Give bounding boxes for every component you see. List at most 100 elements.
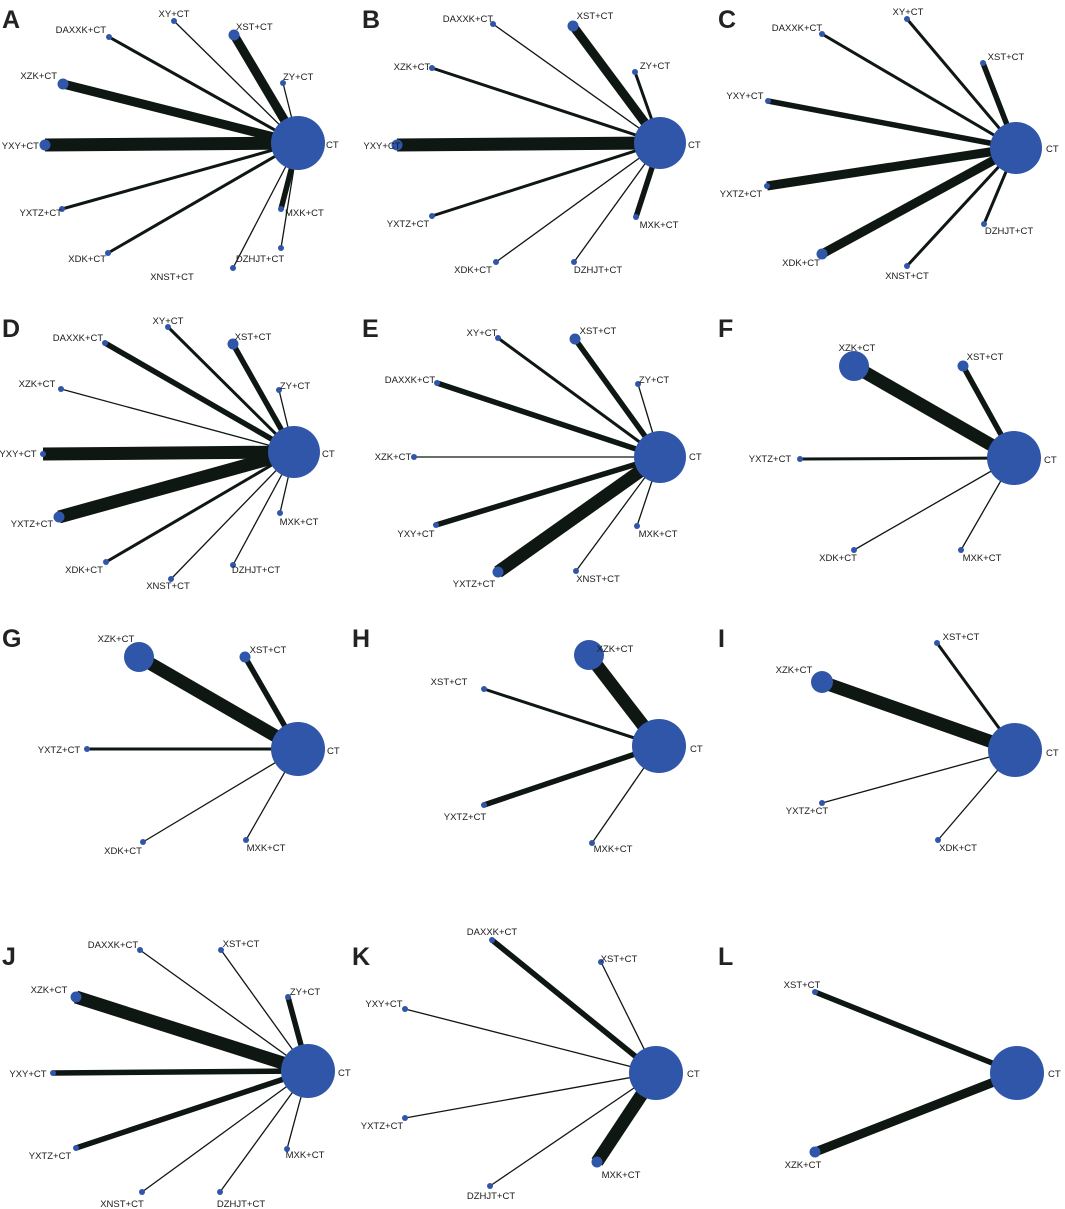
edge-yxtz-ct (75, 1068, 309, 1151)
node-label-xy-ct: XY+CT (893, 7, 924, 18)
panel-letter: F (718, 315, 733, 343)
node-zy-ct (276, 387, 282, 393)
node-label-mxk-ct: MXK+CT (639, 529, 678, 540)
node-dzhjt-ct (571, 259, 577, 265)
node-xst-ct (567, 20, 579, 32)
node-label-yxy-ct: YXY+CT (2, 141, 39, 152)
node-ct (990, 1046, 1044, 1100)
node-yxy-ct (391, 139, 403, 151)
node-label-xdk-ct: XDK+CT (782, 258, 820, 269)
node-label-ct: CT (688, 140, 701, 151)
node-label-ct: CT (326, 140, 339, 151)
node-label-dzhjt-ct: DZHJT+CT (467, 1191, 515, 1202)
node-label-yxy-ct: YXY+CT (365, 999, 402, 1010)
edge-yxtz-ct (483, 743, 660, 808)
node-label-xst-ct: XST+CT (235, 332, 272, 343)
edge-xdk-ct (107, 141, 299, 255)
edge-xnst-ct (170, 451, 295, 580)
node-xzk-ct (70, 991, 82, 1003)
node-xzk-ct (124, 642, 154, 672)
node-label-dzhjt-ct: DZHJT+CT (574, 265, 622, 276)
node-ct (268, 426, 320, 478)
node-dzhjt-ct (981, 221, 987, 227)
panel-letter: E (362, 315, 379, 343)
node-mxk-ct (634, 523, 640, 529)
node-yxtz-ct (84, 746, 90, 752)
node-label-xdk-ct: XDK+CT (939, 843, 977, 854)
edge-yxtz-ct (494, 451, 664, 578)
node-label-mxk-ct: MXK+CT (285, 208, 324, 219)
node-xst-ct (598, 959, 604, 965)
node-xzk-ct (574, 640, 604, 670)
edge-daxxk-ct (139, 949, 309, 1072)
edge-dzhjt-ct (489, 1072, 657, 1187)
node-label-yxtz-ct: YXTZ+CT (20, 208, 63, 219)
node-mxk-ct (243, 837, 249, 843)
node-label-mxk-ct: MXK+CT (963, 553, 1002, 564)
node-label-zy-ct: ZY+CT (283, 72, 314, 83)
node-label-zy-ct: ZY+CT (639, 375, 670, 386)
node-label-ct: CT (1048, 1069, 1061, 1080)
node-label-xst-ct: XST+CT (431, 677, 468, 688)
node-xy-ct (165, 324, 171, 330)
edge-xdk-ct (105, 450, 295, 564)
edge-xnst-ct (141, 1070, 309, 1193)
node-yxtz-ct (53, 511, 65, 523)
panel-letter: C (718, 6, 736, 34)
node-yxtz-ct (402, 1115, 408, 1121)
edge-xdk-ct (495, 142, 661, 263)
node-xst-ct (980, 60, 986, 66)
node-label-daxxk-ct: DAXXK+CT (385, 375, 436, 386)
edge-xdk-ct (819, 144, 1019, 258)
node-xnst-ct (230, 265, 236, 271)
node-mxk-ct (278, 206, 284, 212)
node-xzk-ct (411, 454, 417, 460)
panel-letter: L (718, 943, 733, 971)
node-label-xzk-ct: XZK+CT (785, 1160, 822, 1171)
edge-yxtz-ct (799, 456, 1015, 461)
node-label-xst-ct: XST+CT (236, 22, 273, 33)
node-label-xst-ct: XST+CT (784, 980, 821, 991)
node-label-dzhjt-ct: DZHJT+CT (217, 1199, 265, 1209)
panel-c: CCTDAXXK+CTXY+CTXST+CTYXY+CTYXTZ+CTDZHJT… (718, 6, 1059, 282)
node-label-ct: CT (687, 1069, 700, 1080)
edge-xnst-ct (905, 146, 1018, 268)
edge-yxtz-ct (821, 749, 1016, 804)
node-daxxk-ct (819, 31, 825, 37)
node-yxy-ct (40, 451, 46, 457)
node-dzhjt-ct (487, 1183, 493, 1189)
edge-xzk-ct (61, 79, 300, 148)
node-label-ct: CT (690, 744, 703, 755)
node-daxxk-ct (106, 34, 112, 40)
node-label-daxxk-ct: DAXXK+CT (53, 333, 104, 344)
node-xst-ct (569, 333, 581, 345)
node-label-xy-ct: XY+CT (467, 328, 498, 339)
node-yxtz-ct (481, 802, 487, 808)
edge-yxy-ct (44, 136, 299, 152)
edge-yxtz-ct (766, 143, 1017, 191)
node-xst-ct (218, 947, 224, 953)
node-daxxk-ct (434, 380, 440, 386)
panel-l: L CT XST+CT XZK+CT (718, 943, 1061, 1171)
node-label-xst-ct: XST+CT (967, 352, 1004, 363)
panel-letter: J (2, 943, 16, 971)
node-yxy-ct (402, 1006, 408, 1012)
node-label-yxtz-ct: YXTZ+CT (444, 812, 487, 823)
node-xzk-ct (811, 671, 833, 693)
node-zy-ct (285, 994, 291, 1000)
node-label-mxk-ct: MXK+CT (280, 517, 319, 528)
edge-daxxk-ct (108, 35, 299, 145)
node-label-yxy-ct: YXY+CT (397, 529, 434, 540)
node-label-ct: CT (1044, 455, 1057, 466)
node-ct (271, 116, 325, 170)
node-label-xzk-ct: XZK+CT (839, 343, 876, 354)
node-yxtz-ct (797, 456, 803, 462)
edge-xst-ct (813, 989, 1019, 1076)
node-yxtz-ct (492, 566, 504, 578)
node-xy-ct (495, 335, 501, 341)
node-label-daxxk-ct: DAXXK+CT (56, 25, 107, 36)
